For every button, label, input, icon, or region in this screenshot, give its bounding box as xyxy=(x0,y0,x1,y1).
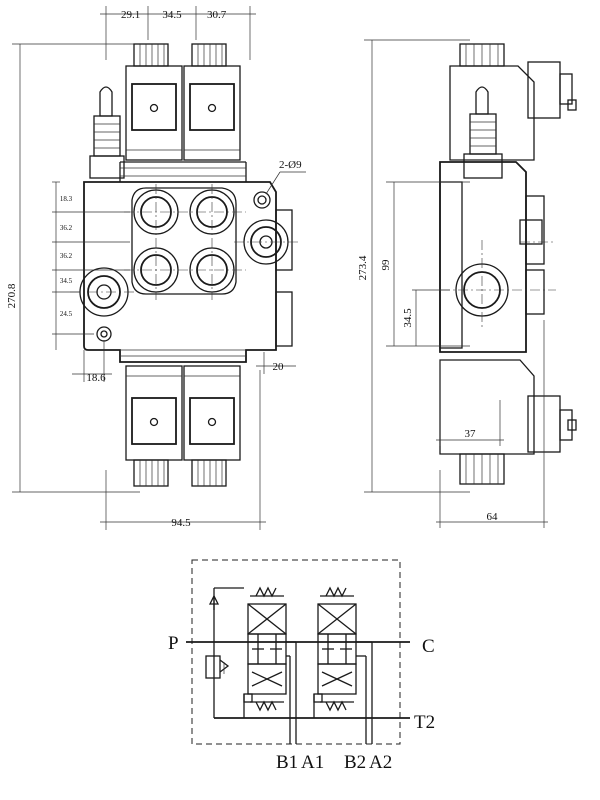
port-a1-label: A1 xyxy=(301,752,324,773)
dim-24-5: 24.5 xyxy=(60,310,73,318)
top-coil-right xyxy=(183,43,241,161)
dim-270-8: 270.8 xyxy=(6,283,18,308)
port-b1-label: B1 xyxy=(276,752,298,773)
dim-37: 37 xyxy=(465,428,477,440)
top-coil-left xyxy=(125,43,183,161)
dim-99: 99 xyxy=(380,259,392,271)
dim-64: 64 xyxy=(487,511,499,523)
dim-18-6: 18.6 xyxy=(86,372,106,384)
valve-body-front xyxy=(70,161,298,363)
port-c-label: C xyxy=(422,636,435,657)
dim-18-3: 18.3 xyxy=(60,195,73,203)
mount-hole-callout: 2-Ø9 xyxy=(279,159,302,171)
dim-34-5-top: 34.5 xyxy=(162,9,182,21)
dim-34-5-left: 34.5 xyxy=(60,277,73,285)
dim-94-5: 94.5 xyxy=(171,517,191,529)
dim-273-4: 273.4 xyxy=(357,255,369,280)
dim-30-7: 30.7 xyxy=(207,9,227,21)
port-p-label: P xyxy=(168,633,179,654)
dim-34-5-side: 34.5 xyxy=(402,308,414,328)
relief-valve xyxy=(89,86,125,179)
front-view: 29.1 34.5 30.7 270.8 xyxy=(6,6,306,530)
left-dimensions: 18.3 36.2 36.2 34.5 24.5 xyxy=(52,181,130,350)
bottom-coil-left xyxy=(125,365,183,487)
dim-20: 20 xyxy=(273,361,285,373)
section-1-valve xyxy=(243,586,297,744)
dim-36-2-b: 36.2 xyxy=(60,252,73,260)
bottom-coil-right xyxy=(183,365,241,487)
port-a2-label: A2 xyxy=(369,752,392,773)
hydraulic-schematic: P C T2 B1 A1 B2 A2 xyxy=(168,559,435,773)
port-t2-label: T2 xyxy=(414,712,435,733)
dim-36-2-a: 36.2 xyxy=(60,224,73,232)
dim-29-1: 29.1 xyxy=(121,9,140,21)
section-2-valve xyxy=(313,586,373,744)
port-b2-label: B2 xyxy=(344,752,366,773)
side-view: 273.4 99 34.5 xyxy=(357,39,577,528)
